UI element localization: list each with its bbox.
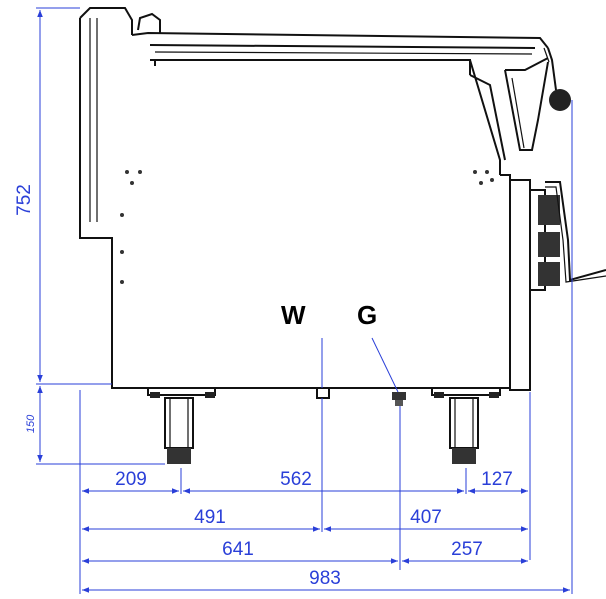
- dim-257: 257: [451, 539, 483, 560]
- vertical-dimensions: 752 150: [14, 7, 165, 465]
- dim-127: 127: [481, 469, 513, 490]
- dim-562: 562: [280, 469, 312, 490]
- dim-983: 983: [309, 568, 341, 589]
- water-fitting: [316, 387, 330, 399]
- horizontal-dimensions: 209 562 127 491 407 641 257 983: [82, 469, 570, 593]
- ball-handle: [549, 89, 571, 111]
- dim-752: 752: [14, 184, 35, 216]
- dim-641: 641: [222, 539, 254, 560]
- dim-150: 150: [25, 414, 37, 433]
- rivets: [120, 170, 494, 284]
- dim-491: 491: [194, 507, 226, 528]
- control-box: [509, 179, 606, 391]
- machine-body: [79, 7, 571, 389]
- rear-foot: [431, 388, 501, 464]
- dim-407: 407: [410, 507, 442, 528]
- gas-fitting: [392, 392, 406, 400]
- front-foot: [147, 388, 216, 464]
- label-w: W: [281, 300, 306, 330]
- label-g: G: [357, 300, 377, 330]
- extension-lines: [79, 100, 573, 594]
- dim-209: 209: [115, 469, 147, 490]
